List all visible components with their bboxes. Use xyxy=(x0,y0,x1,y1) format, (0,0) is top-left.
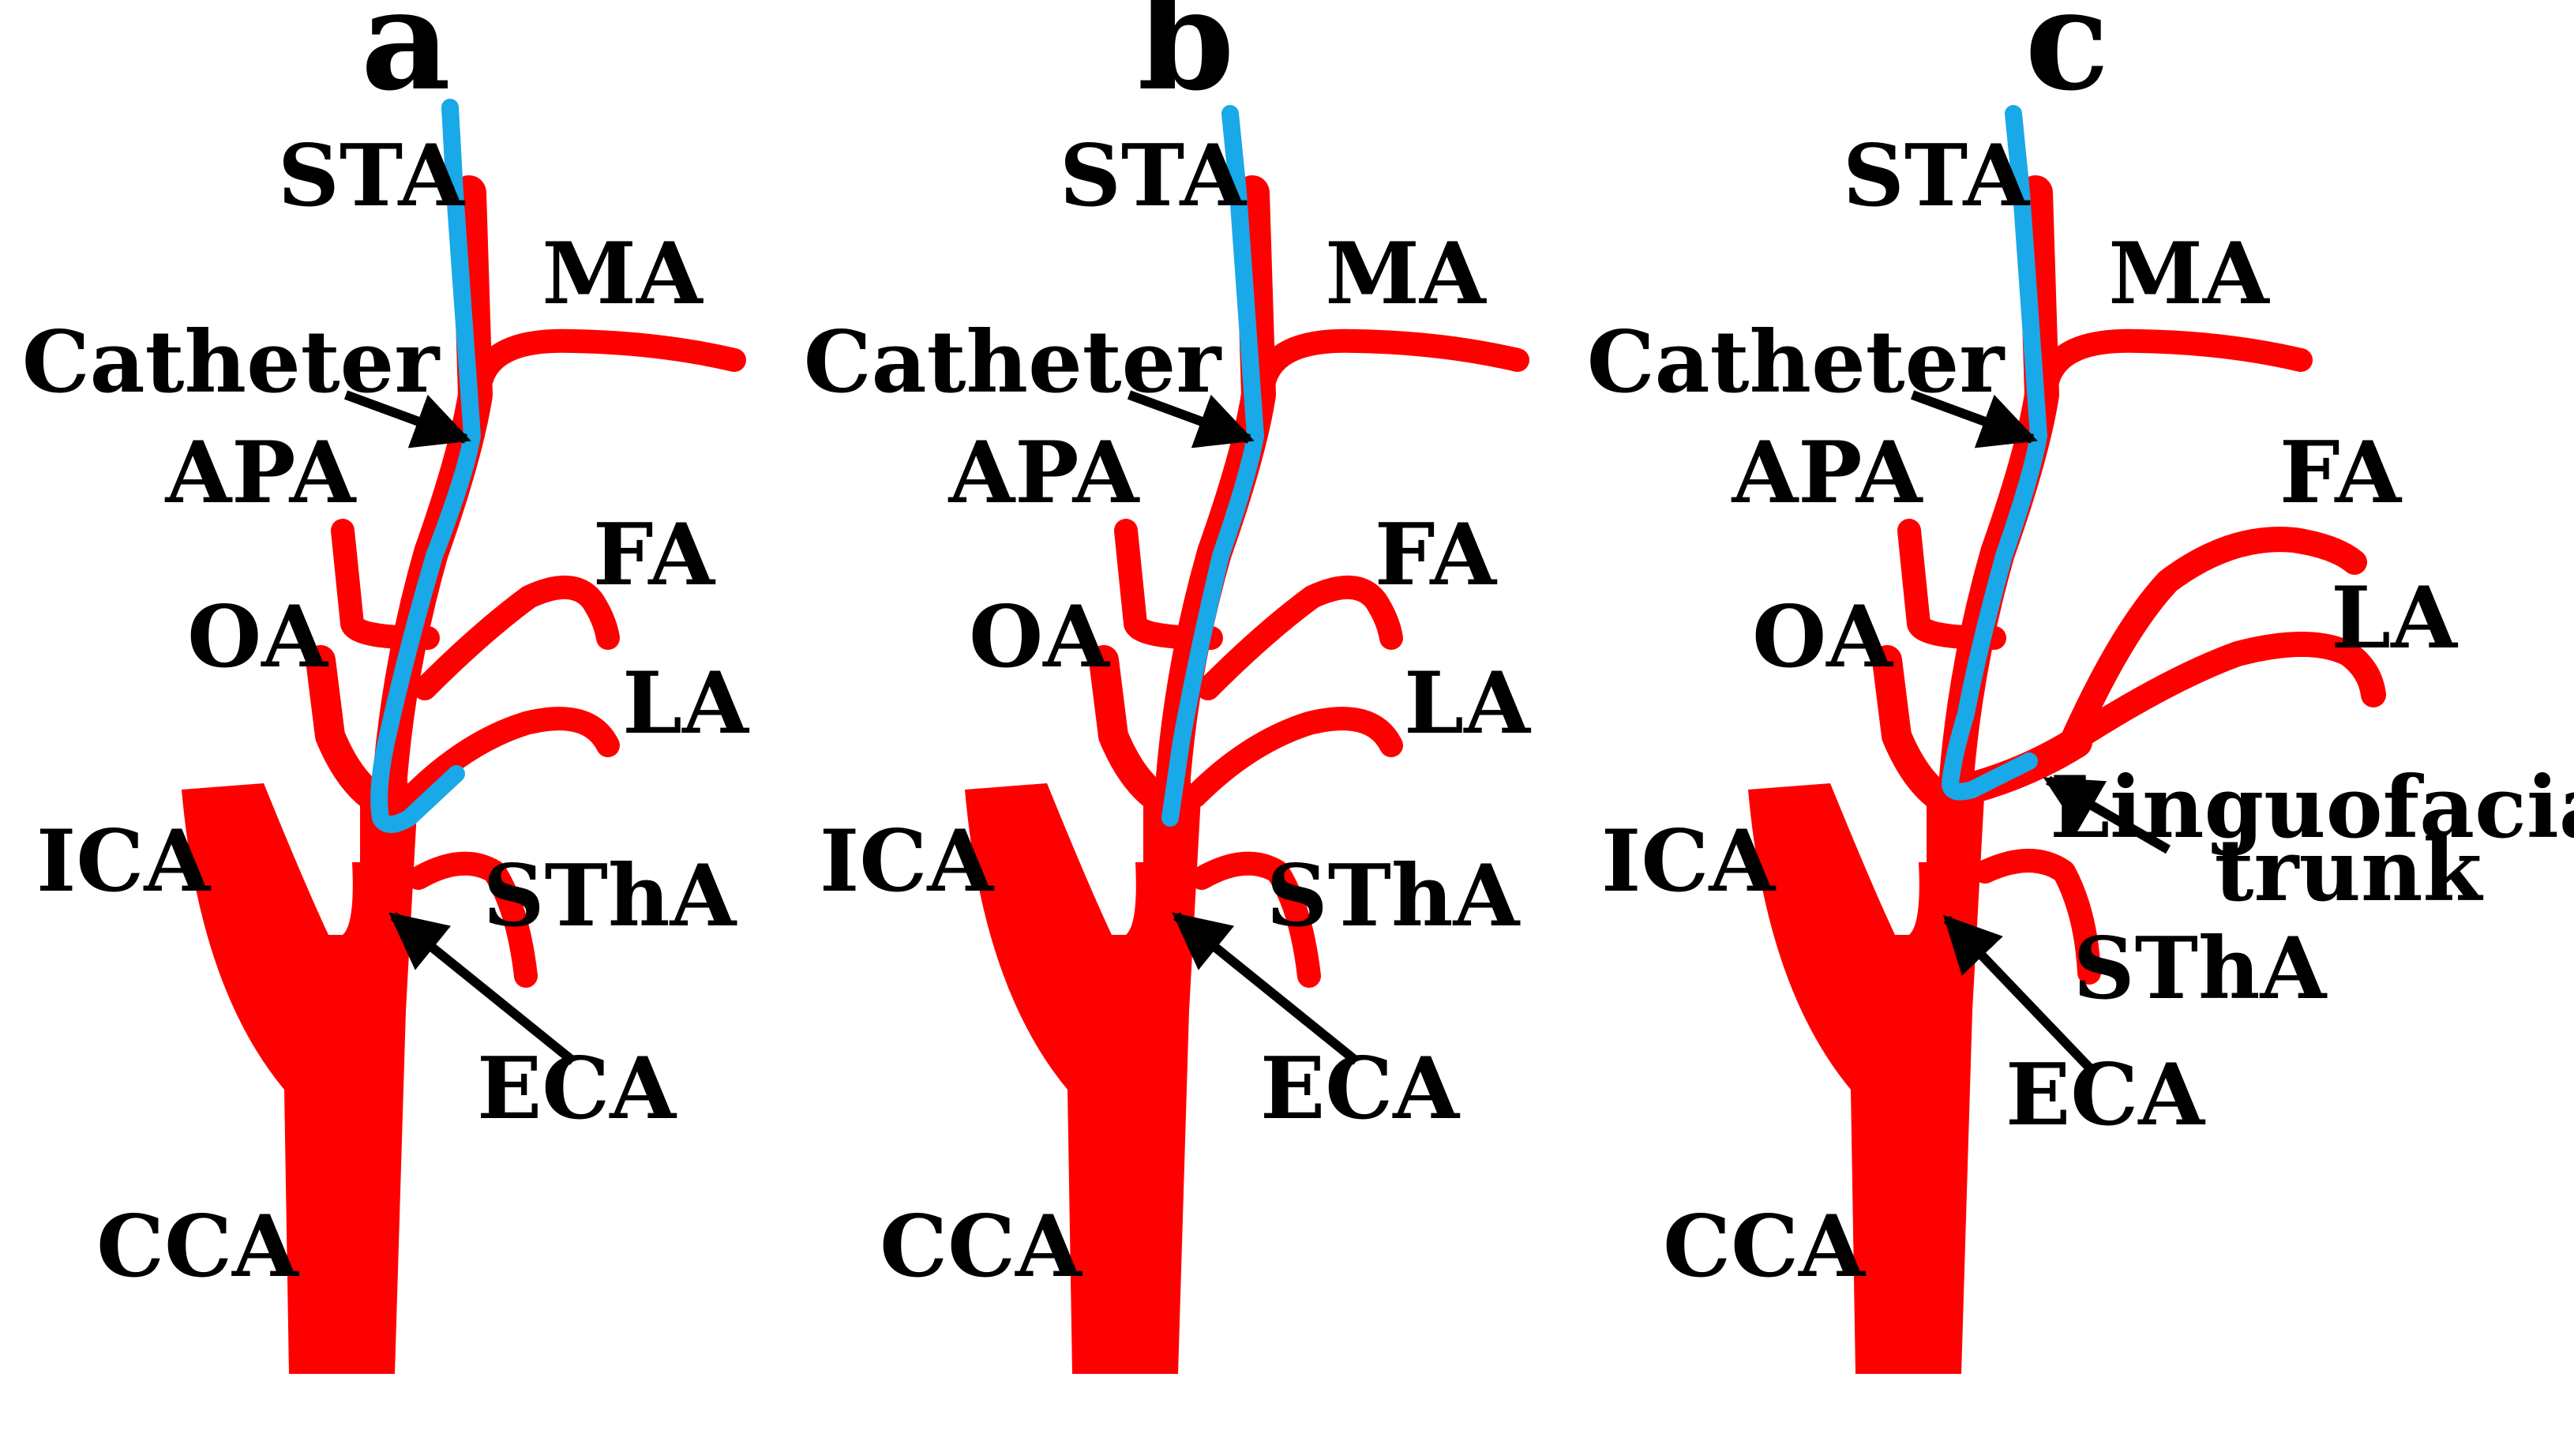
cca-label: CCA xyxy=(880,1197,1083,1297)
ica-label: ICA xyxy=(36,812,212,911)
la-vessel xyxy=(1184,707,1403,808)
trunk-label-line1: Linguofacial xyxy=(2050,758,2574,857)
panel-c: c STA MA Catheter APA FA LA OA Linguofac… xyxy=(1587,0,2574,1374)
ica-label: ICA xyxy=(1601,812,1777,911)
fa-vessel xyxy=(2058,527,2367,758)
catheter-label: Catheter xyxy=(22,313,441,412)
oa-label: OA xyxy=(1752,587,1894,687)
panel-letter: a xyxy=(361,0,451,122)
ma-label: MA xyxy=(542,224,704,324)
panel-b: b STA MA Catheter APA FA OA LA ICA SThA … xyxy=(804,0,1532,1374)
stha-label: SThA xyxy=(2073,919,2328,1019)
panel-a: a STA MA Catheter APA FA OA LA ICA SThA … xyxy=(22,0,750,1374)
oa-label: OA xyxy=(187,587,329,687)
fa-vessel xyxy=(413,576,620,700)
ma-label: MA xyxy=(1325,224,1488,324)
ica-label: ICA xyxy=(820,812,995,911)
apa-label: APA xyxy=(165,423,358,523)
stha-vessel xyxy=(407,851,538,988)
cca-ica-vessel xyxy=(1748,783,1985,1374)
sta-label: STA xyxy=(1843,126,2031,226)
cca-ica-vessel xyxy=(182,783,418,1374)
catheter-label: Catheter xyxy=(1587,313,2006,412)
eca-pointer xyxy=(1943,914,2093,1071)
cca-ica-vessel xyxy=(965,783,1202,1374)
catheter xyxy=(1161,105,1264,827)
ma-vessel xyxy=(1253,328,1529,391)
catheter xyxy=(370,99,481,833)
la-vessel xyxy=(2058,632,2386,755)
fa-label: FA xyxy=(1375,505,1498,605)
eca-pointer xyxy=(388,912,576,1065)
catheter-pointer xyxy=(343,390,471,448)
sta-label: STA xyxy=(278,126,466,226)
stha-label: SThA xyxy=(483,846,738,946)
eca-label: ECA xyxy=(477,1039,677,1139)
fa-label: FA xyxy=(2279,423,2403,523)
la-label: LA xyxy=(1404,654,1532,753)
cca-label: CCA xyxy=(1663,1197,1867,1297)
catheter-label: Catheter xyxy=(804,313,1223,412)
sta-label: STA xyxy=(1060,126,1248,226)
oa-vessel xyxy=(1872,645,1968,820)
apa-label: APA xyxy=(1732,423,1924,523)
ma-vessel xyxy=(470,328,746,391)
trunk-pointer xyxy=(2043,775,2171,854)
catheter-pointer xyxy=(1127,390,1255,448)
eca-pointer xyxy=(1172,912,1360,1065)
catheter-pointer xyxy=(1910,390,2038,448)
trunk-label-line2: trunk xyxy=(2215,821,2484,921)
la-label: LA xyxy=(622,654,750,753)
stha-label: SThA xyxy=(1266,846,1522,946)
oa-label: OA xyxy=(969,587,1111,687)
cca-label: CCA xyxy=(96,1197,300,1297)
catheter xyxy=(1942,105,2047,801)
fa-label: FA xyxy=(593,505,716,605)
eca-label: ECA xyxy=(2006,1045,2206,1145)
stha-vessel xyxy=(1190,851,1321,988)
panel-letter: c xyxy=(2024,0,2109,122)
fa-vessel xyxy=(1196,576,1403,700)
eca-label: ECA xyxy=(1260,1039,1461,1139)
ma-vessel xyxy=(2036,328,2313,391)
oa-vessel xyxy=(1089,645,1185,820)
la-vessel xyxy=(400,707,620,808)
stha-vessel xyxy=(1973,849,2101,985)
apa-label: APA xyxy=(948,423,1141,523)
ma-label: MA xyxy=(2108,224,2271,324)
la-label: LA xyxy=(2331,569,2459,668)
panel-letter: b xyxy=(1137,0,1234,122)
